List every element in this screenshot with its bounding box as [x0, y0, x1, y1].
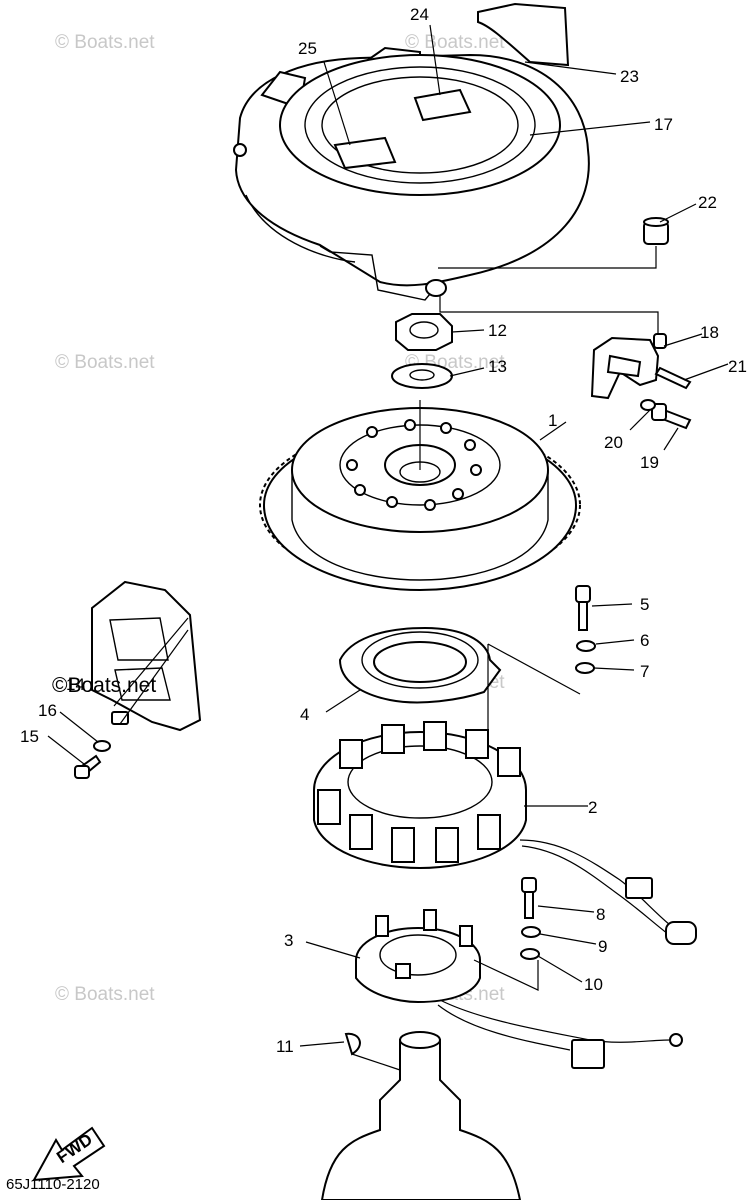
clip-21: [654, 366, 692, 390]
bolt-8: [521, 877, 537, 919]
forward-arrow: FWD: [32, 1126, 106, 1182]
washer-16: [93, 740, 111, 752]
watermark: © Boats.net: [55, 352, 155, 373]
callout-4: 4: [300, 705, 309, 724]
callout-25: 25: [298, 39, 317, 58]
cover-label-decal: [333, 136, 397, 170]
leader-lines: [47, 24, 729, 1071]
washer-7: [575, 662, 595, 674]
stator-wire-harness: [519, 839, 697, 945]
watermark: © Boats.net: [405, 32, 505, 53]
callout-19: 19: [640, 453, 659, 472]
callout-14: 14: [66, 675, 85, 694]
sensor-bracket: [590, 333, 667, 400]
grommet: [643, 217, 669, 245]
callout-15: 15: [20, 727, 39, 746]
watermark: © Boats.net: [55, 32, 155, 53]
callout-24: 24: [410, 5, 429, 24]
washer-6: [576, 640, 596, 652]
callout-17: 17: [654, 115, 673, 134]
cover-label-decal: [413, 88, 472, 122]
callout-22: 22: [698, 193, 717, 212]
callout-16: 16: [38, 701, 57, 720]
callout-18: 18: [700, 323, 719, 342]
pulser-coil: [355, 909, 481, 1004]
watermark-dark: ©Boats.net: [52, 674, 156, 697]
stator: [313, 721, 527, 870]
callout-3: 3: [284, 931, 293, 950]
callout-7: 7: [640, 662, 649, 681]
watermark: © Boats.net: [55, 984, 155, 1005]
top-label-decal: [477, 2, 570, 67]
callout-labels: 1 2 3 4 5 6 7 8 9 10 11 12 13 14 15 16 1…: [20, 5, 747, 1056]
flywheel-cover: [233, 46, 590, 301]
callout-11: 11: [276, 1037, 294, 1056]
bolt-5: [575, 585, 591, 631]
pulser-wire-harness: [437, 999, 683, 1069]
woodruff-key: [344, 1032, 361, 1056]
callout-5: 5: [640, 595, 649, 614]
callout-1: 1: [548, 411, 557, 430]
washer-20: [640, 399, 656, 411]
crankshaft-powerhead: [320, 1031, 522, 1200]
stator-base-plate: [338, 626, 502, 704]
callout-20: 20: [604, 433, 623, 452]
washer-10: [520, 948, 540, 960]
callout-13: 13: [488, 357, 507, 376]
washer-9: [521, 926, 541, 938]
screw-15: [74, 754, 102, 779]
callout-21: 21: [728, 357, 747, 376]
callout-12: 12: [488, 321, 507, 340]
callout-10: 10: [584, 975, 603, 994]
washer: [391, 363, 453, 389]
callout-6: 6: [640, 631, 649, 650]
side-bracket: [91, 580, 202, 732]
clip-14: [111, 711, 129, 725]
callout-23: 23: [620, 67, 639, 86]
bolt-19: [651, 403, 692, 430]
callout-9: 9: [598, 937, 607, 956]
diagram-code: 65J1110-2120: [6, 1176, 100, 1193]
flywheel-nut: [395, 313, 453, 351]
callout-2: 2: [588, 798, 597, 817]
callout-8: 8: [596, 905, 605, 924]
